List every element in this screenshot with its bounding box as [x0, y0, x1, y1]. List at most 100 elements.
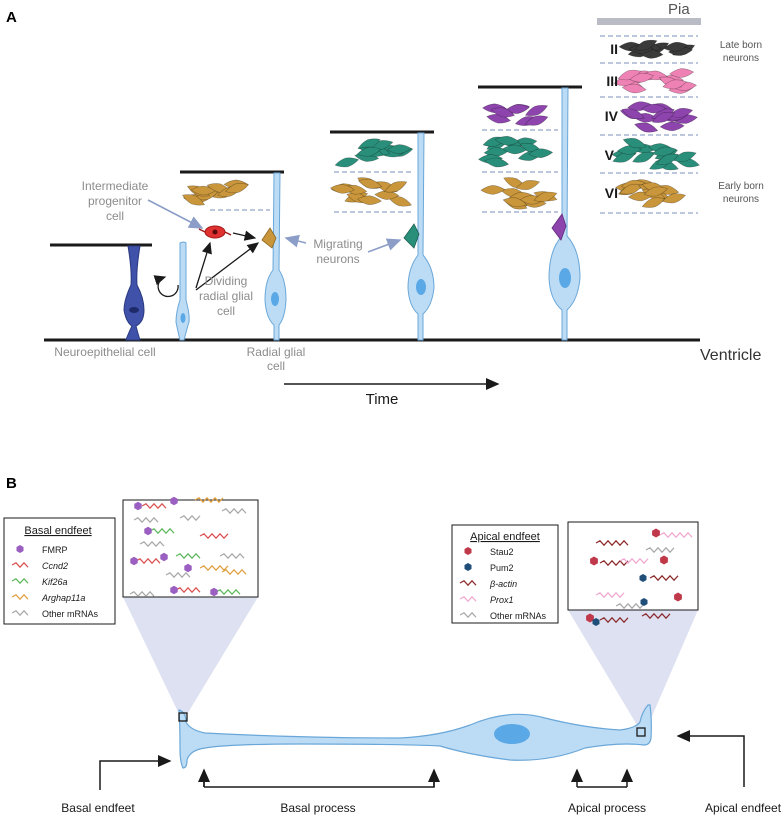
- basal-process-label: Basal process: [280, 801, 355, 815]
- neuron-shape: [528, 148, 554, 158]
- neuron-shape: [656, 153, 680, 165]
- legend-pum2-icon: [464, 563, 472, 571]
- time-label: Time: [366, 391, 399, 408]
- layer-v-neurons: [611, 138, 700, 171]
- fmrp-protein: [144, 526, 152, 536]
- stage4-gold-neurons: [480, 177, 558, 210]
- mrna-strand: [179, 514, 201, 522]
- mrna-strand: [175, 586, 201, 594]
- stage3-teal-neurons: [334, 138, 414, 168]
- intermediate-progenitor-cell: [198, 225, 232, 239]
- mrna-strand: [221, 507, 247, 515]
- mrna-strand: [199, 564, 229, 572]
- arrow-rg-to-progenitor: [195, 241, 212, 289]
- neuron-shape: [524, 115, 549, 126]
- stage2-gold-neurons: [181, 179, 250, 206]
- fmrp-protein: [184, 563, 192, 573]
- mrna-strand: [645, 546, 675, 554]
- early-born-label-2: neurons: [723, 194, 759, 205]
- migrating-neuron-stage4: [551, 213, 567, 241]
- legend-label: Stau2: [490, 547, 514, 557]
- legend-mrna-icon: [11, 561, 29, 569]
- radial-glial-cell-stage3: [407, 132, 435, 341]
- layer-v-label: V: [605, 147, 615, 163]
- arrow-rg-to-neuron: [195, 242, 260, 291]
- stage4-purple-neurons: [482, 103, 549, 126]
- apical-endfoot-marker: [636, 727, 646, 737]
- neuron-shape: [617, 69, 642, 81]
- migrating-pointer-left: [284, 234, 307, 248]
- layer-iii-neurons: [613, 68, 698, 94]
- basal-process-bracket: [203, 773, 435, 788]
- mrna-strand: [619, 557, 649, 565]
- migrating-pointer-right: [367, 238, 402, 253]
- mrna-strand: [165, 571, 191, 579]
- layer-iv-neurons: [619, 101, 698, 133]
- neuron-shape: [641, 197, 666, 208]
- fmrp-protein: [160, 552, 168, 562]
- mrna-strand: [215, 588, 241, 596]
- basal-endfeet-label: Basal endfeet: [61, 801, 135, 815]
- neuron-shape: [356, 195, 382, 205]
- pia-band: [597, 18, 701, 25]
- neuron-shape: [484, 157, 510, 168]
- stau2-protein: [586, 613, 594, 623]
- neuron-shape: [668, 108, 694, 118]
- neuron-shape: [663, 42, 689, 52]
- legend-label: Other mRNAs: [42, 609, 99, 619]
- dividing-rg-label-1: Dividing: [205, 274, 248, 288]
- pia-label: Pia: [668, 1, 690, 18]
- stage5-dividers: [600, 35, 698, 214]
- cycle-arrow-icon: [153, 275, 179, 298]
- progenitor-pointer-arrow: [147, 199, 204, 229]
- mrna-strand: [595, 591, 625, 599]
- stau2-protein: [652, 528, 660, 538]
- stage4-dividers: [482, 129, 558, 213]
- dividing-radial-glial-cell: [175, 241, 190, 341]
- mrna-strand: [595, 539, 629, 547]
- arrow-progenitor-to-neuron: [232, 230, 257, 241]
- neuron-shape: [356, 146, 382, 157]
- neuroepithelial-cell: [123, 245, 145, 341]
- legend-mrna-icon: [459, 595, 477, 603]
- legend-mrna-icon: [459, 579, 477, 587]
- radial-glial-label-1: Radial glial: [247, 345, 306, 359]
- fmrp-protein: [130, 556, 138, 566]
- mrna-strand: [219, 552, 245, 560]
- layer-iv-label: IV: [605, 108, 619, 124]
- legend-label: Kif26a: [42, 577, 68, 587]
- migrating-neuron-stage3: [403, 223, 420, 249]
- stau2-protein: [674, 592, 682, 602]
- stau2-protein: [590, 556, 598, 566]
- legend-label: FMRP: [42, 545, 68, 555]
- late-born-label-2: neurons: [723, 53, 759, 64]
- neuron-shape: [634, 39, 658, 51]
- neuron-shape: [504, 104, 530, 114]
- legend-label: Arghap11a: [41, 593, 85, 603]
- fmrp-protein: [170, 585, 178, 595]
- layer-iii-label: III: [606, 73, 618, 89]
- legend-mrna-icon: [459, 611, 477, 619]
- layer-ii-label: II: [610, 41, 618, 57]
- neuron-shape: [502, 197, 528, 208]
- neuron-shape: [622, 138, 647, 149]
- basal-mrna-contents: [129, 496, 247, 598]
- mrna-strand: [129, 590, 155, 598]
- mrna-strand: [135, 557, 161, 565]
- legend-fmrp-icon: [16, 545, 24, 553]
- basal-endfeet-arrow: [99, 755, 172, 790]
- panel-a-label: A: [6, 9, 17, 26]
- neuron-shape: [612, 152, 636, 163]
- pum2-protein: [639, 574, 647, 582]
- mrna-strand: [599, 616, 629, 624]
- panel-b-label: B: [6, 475, 17, 492]
- radial-glial-cell-stage2: [264, 172, 287, 341]
- apical-endfeet-arrow: [676, 730, 745, 787]
- radial-glial-label-2: cell: [267, 359, 285, 373]
- apical-mrna-contents: [586, 528, 693, 626]
- stage3-gold-neurons: [329, 177, 413, 207]
- mrna-strand: [641, 612, 671, 620]
- layer-labels: II III IV V VI: [605, 41, 619, 201]
